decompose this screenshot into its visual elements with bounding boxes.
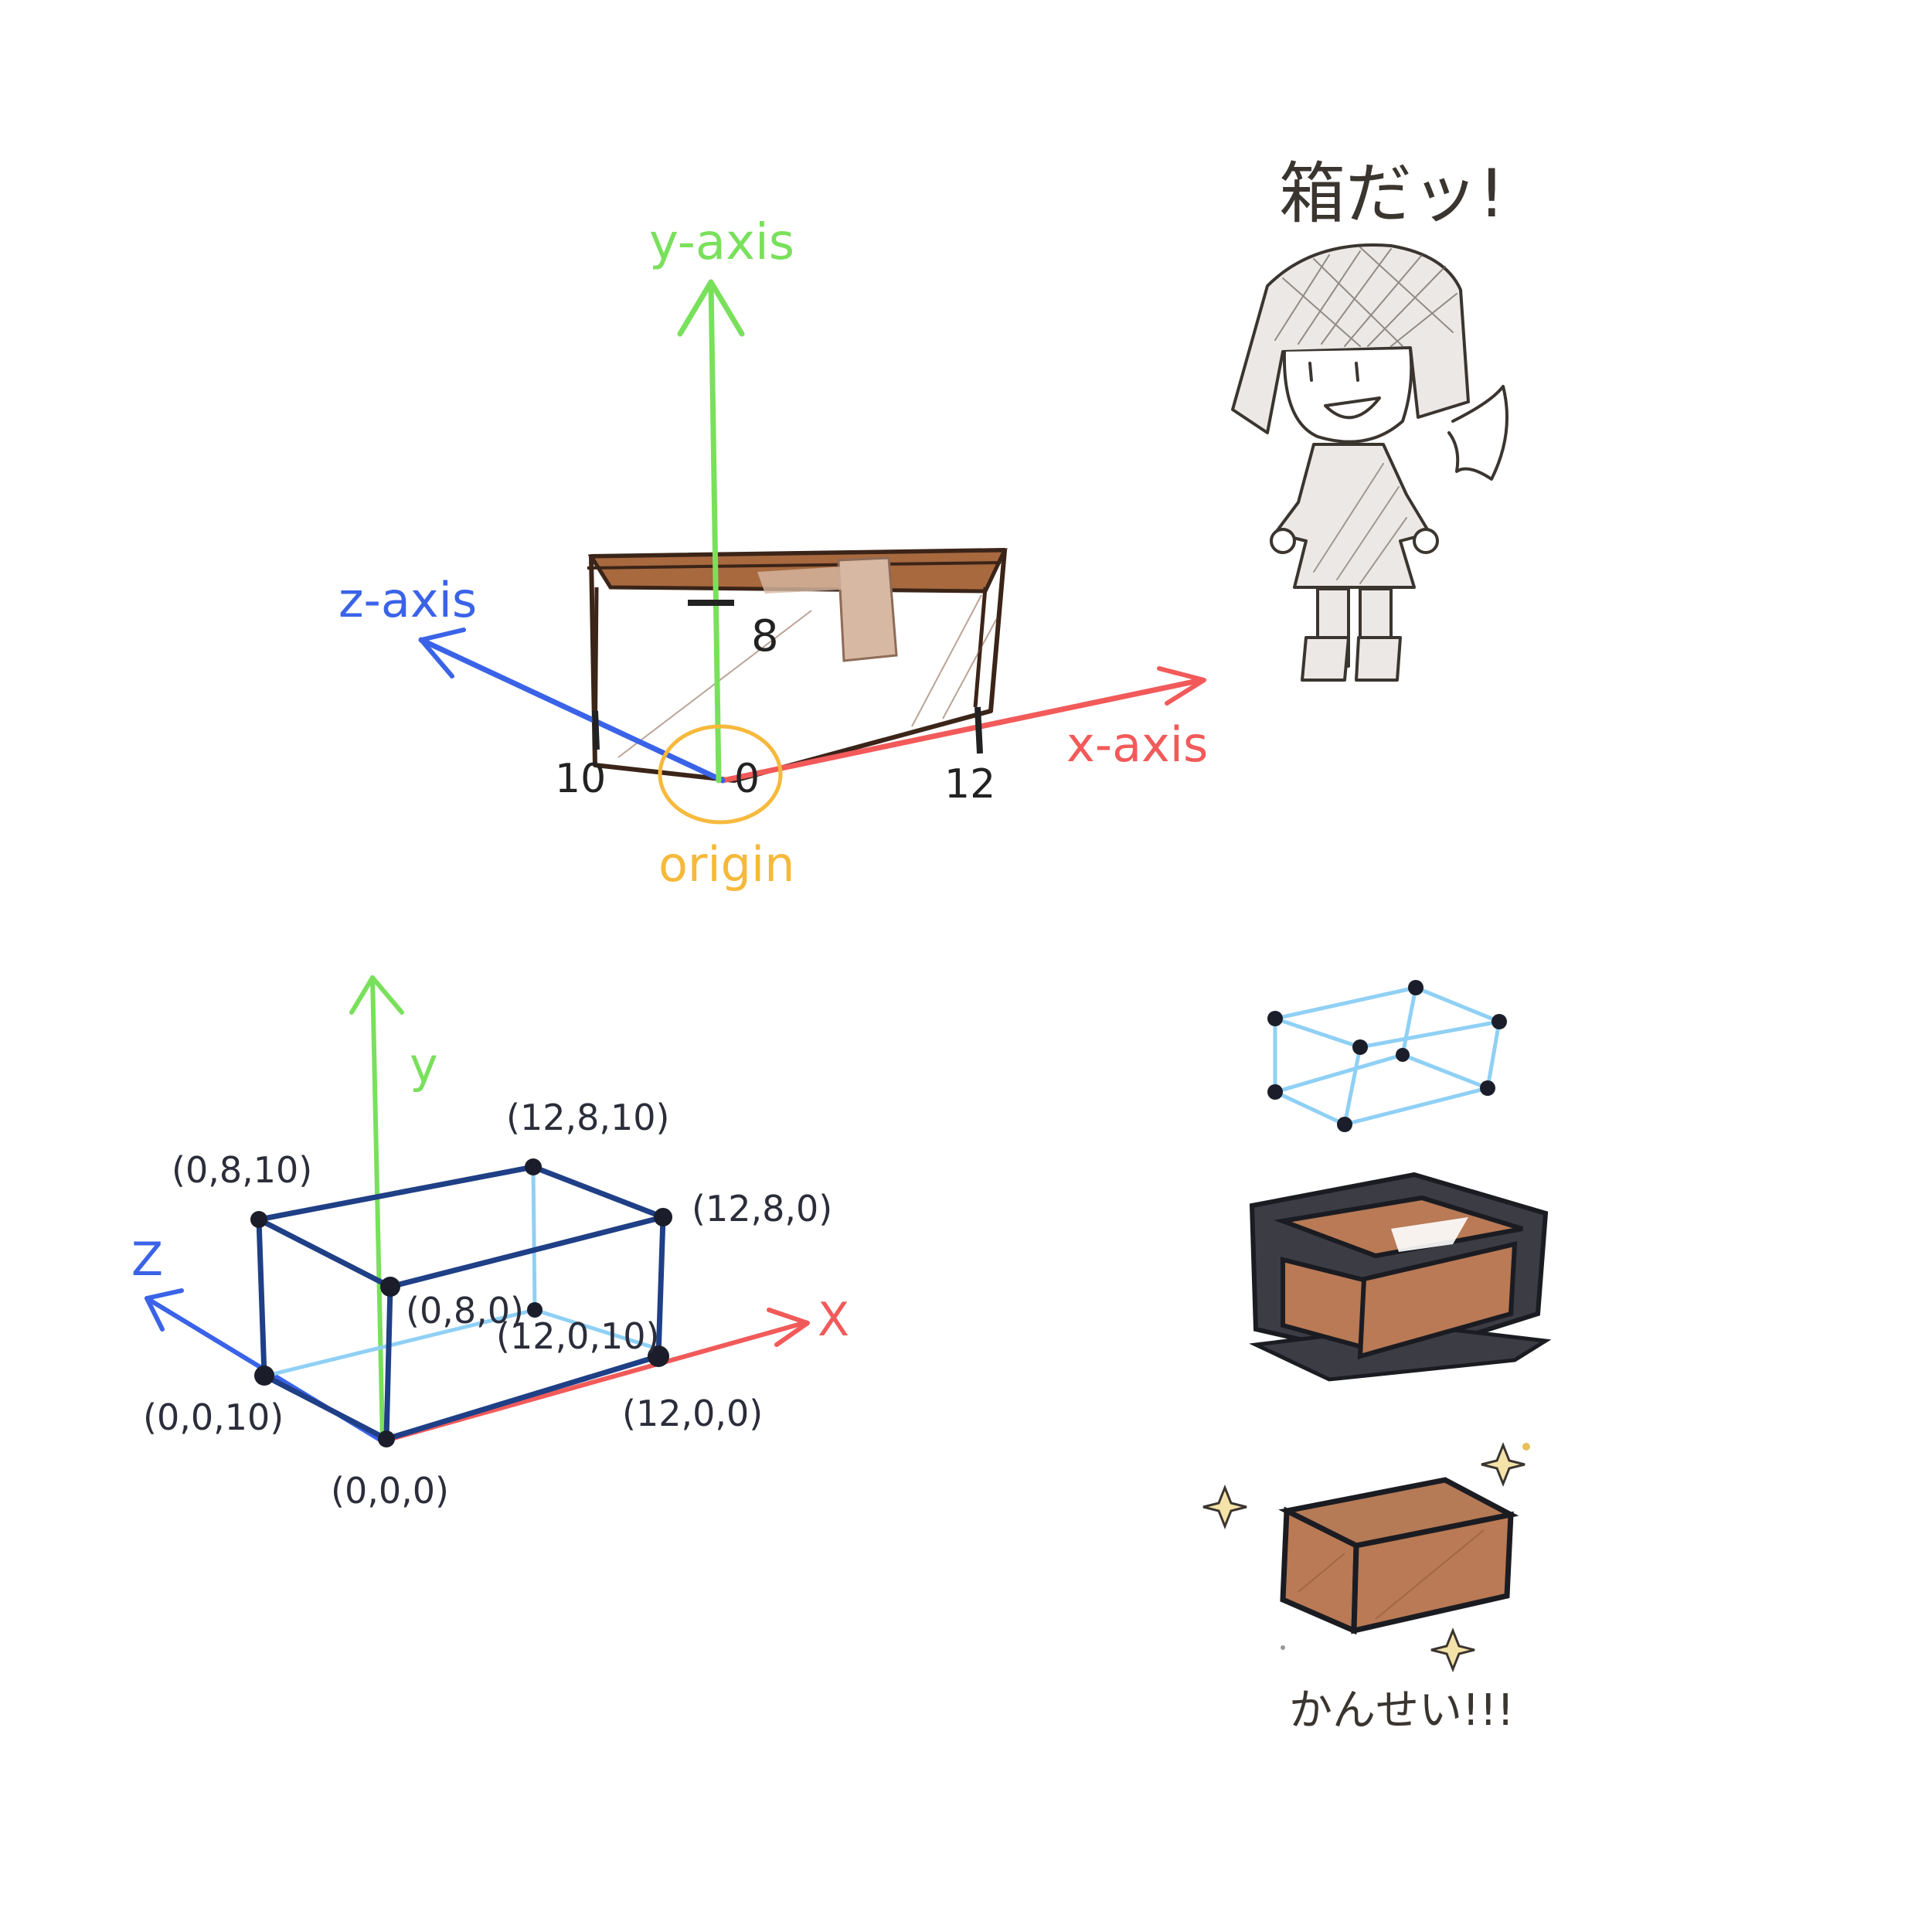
top-diagram: y-axis z-axis x-axis 8 10 0 12 origin	[338, 214, 1208, 893]
vertex-label-0-0-10: (0,0,10)	[143, 1396, 284, 1438]
done-label: かんせい!!!	[1289, 1685, 1514, 1736]
vertex-label-0-8-10: (0,8,10)	[172, 1149, 312, 1191]
z-tick-label: 10	[555, 756, 606, 802]
vertex-label-0-0-0: (0,0,0)	[331, 1470, 449, 1512]
height-tick-label: 8	[751, 611, 779, 662]
origin-label: origin	[658, 836, 795, 893]
x-tick-label: 12	[944, 761, 995, 808]
hidden-edges	[264, 1165, 659, 1378]
origin-tick-label: 0	[734, 756, 760, 802]
wire-y-axis	[349, 975, 404, 1444]
y-axis-label: y-axis	[649, 214, 794, 271]
sparkle-icon	[1481, 1441, 1526, 1488]
y-axis	[677, 279, 745, 784]
x-axis-label: x-axis	[1066, 716, 1208, 773]
sparkle-dot-icon	[1522, 1443, 1530, 1451]
vertex-label-12-0-0: (12,0,0)	[622, 1393, 763, 1434]
character-speech: 箱だッ!	[1279, 155, 1505, 233]
wire-x-label: X	[818, 1293, 849, 1347]
x-axis	[719, 666, 1206, 784]
x-tick-mark	[975, 706, 983, 754]
sparkle-dot-icon	[1281, 1645, 1285, 1650]
cardboard-box	[587, 548, 1008, 783]
vertex-label-12-8-10: (12,8,10)	[506, 1097, 669, 1138]
wire-z-label: Z	[131, 1233, 163, 1287]
z-tick-mark	[592, 710, 600, 750]
vertex-dots	[250, 1158, 672, 1447]
step-finished-box	[1278, 1477, 1519, 1635]
vertex-label-0-8-0: (0,8,0)	[406, 1290, 524, 1332]
sparkle-icon	[1430, 1627, 1475, 1673]
sparkle-icon	[1202, 1484, 1247, 1530]
step-faces	[1249, 1172, 1552, 1382]
vertex-label-12-8-0: (12,8,0)	[692, 1188, 832, 1230]
vertex-label-12-0-10: (12,0,10)	[496, 1315, 659, 1357]
wireframe-diagram: y Z X (0,8,10) (12,8,10) (12,8,0) (0,8,0…	[131, 975, 849, 1512]
z-axis-label: z-axis	[338, 572, 477, 628]
z-axis	[418, 628, 726, 784]
step-wireframe	[1267, 980, 1507, 1132]
visible-edges	[256, 1164, 666, 1442]
wire-y-label: y	[410, 1037, 438, 1094]
origin-circle	[658, 724, 783, 825]
character-illustration: 箱だッ!	[1231, 155, 1509, 682]
